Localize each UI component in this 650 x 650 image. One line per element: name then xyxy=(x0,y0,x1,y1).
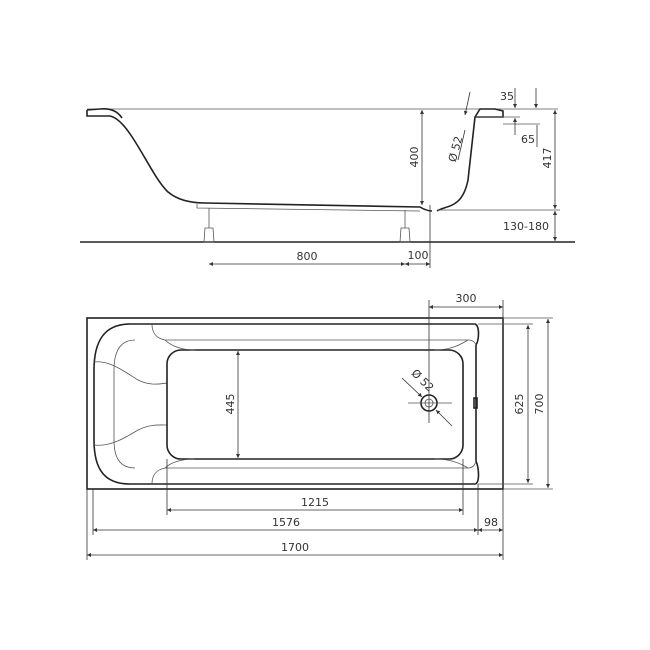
tub-bottom xyxy=(166,349,464,460)
dim-35-label: 35 xyxy=(500,90,514,103)
leg-left xyxy=(203,208,215,243)
rim-ledge xyxy=(151,323,477,485)
dim-1576-label: 1576 xyxy=(272,516,300,529)
dim-overflow-diameter-label: Ø 52 xyxy=(446,135,465,164)
dim-100-label: 100 xyxy=(408,249,429,262)
drain-icon xyxy=(401,300,453,427)
headrest-contour xyxy=(93,361,168,446)
basin-corners xyxy=(164,339,469,469)
top-view: Ø 52 300 625 700 445 1215 1576 98 1700 xyxy=(86,292,553,560)
dim-800-label: 800 xyxy=(297,250,318,263)
dim-625-label: 625 xyxy=(513,394,526,415)
dim-1700-label: 1700 xyxy=(281,541,309,554)
dim-98-label: 98 xyxy=(484,516,498,529)
dim-300-label: 300 xyxy=(456,292,477,305)
dim-drain-diameter-label: Ø 52 xyxy=(409,367,437,395)
tub-inner-rim xyxy=(93,323,480,485)
dim-65-label: 65 xyxy=(521,133,535,146)
headrest-outline xyxy=(113,339,136,469)
dim-400-label: 400 xyxy=(408,147,421,168)
dim-445-label: 445 xyxy=(224,394,237,415)
dim-1215-label: 1215 xyxy=(301,496,329,509)
side-view: 800 100 400 417 130-180 35 65 Ø 52 xyxy=(80,88,575,268)
tub-base-frame xyxy=(196,204,421,212)
tub-outer-outline xyxy=(86,317,504,490)
dim-130-180-label: 130-180 xyxy=(503,220,549,233)
dim-417-label: 417 xyxy=(541,148,554,169)
tub-profile xyxy=(86,108,504,212)
leg-right xyxy=(399,210,411,243)
tub-left-rim xyxy=(86,108,123,119)
dim-700-label: 700 xyxy=(533,394,546,415)
overflow-icon xyxy=(473,397,478,409)
